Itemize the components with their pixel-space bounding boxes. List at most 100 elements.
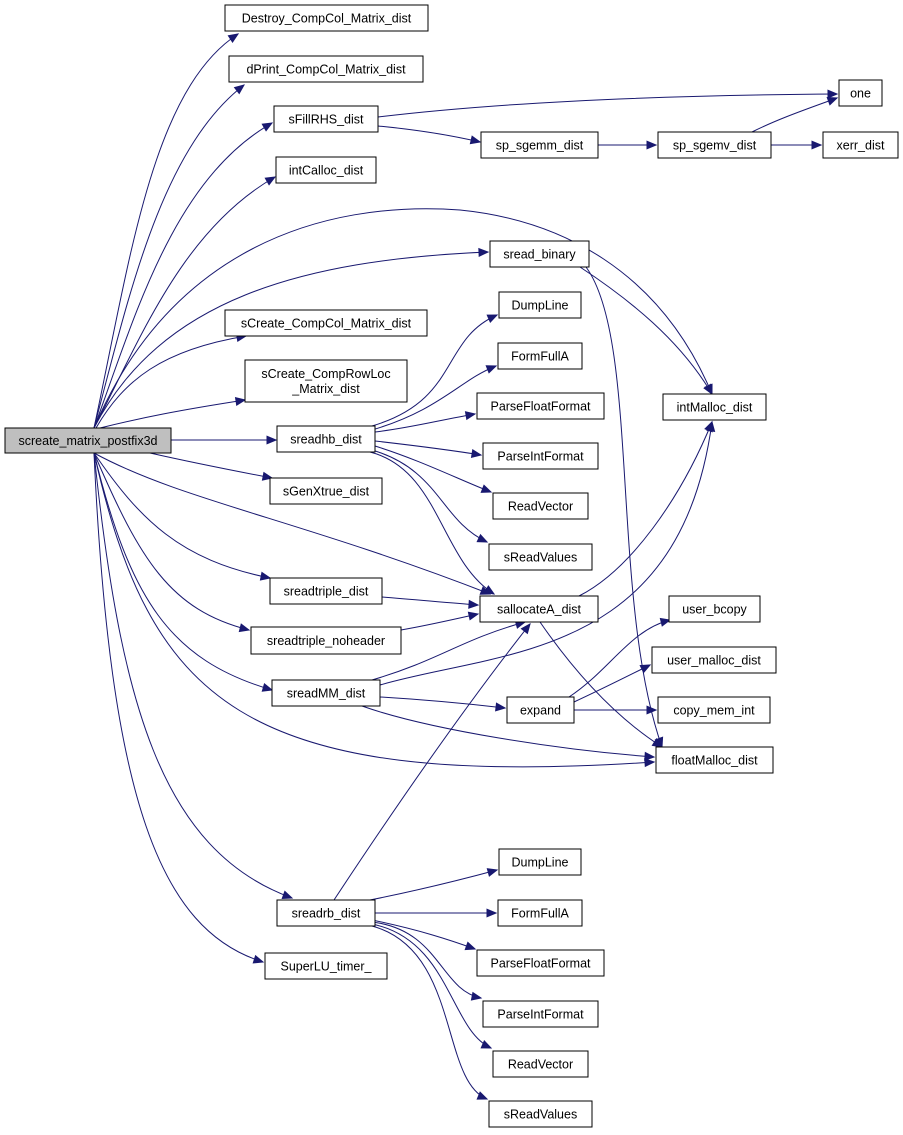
- node-label: one: [850, 87, 871, 101]
- edge-sreadmm-to-expand: [379, 696, 507, 712]
- node-parseint1[interactable]: ParseIntFormat: [482, 442, 599, 470]
- edge-root-to-screatecc: [95, 333, 248, 429]
- edge-sallocatea-to-floatmalloc: [539, 621, 664, 748]
- node-expand[interactable]: expand: [506, 696, 575, 724]
- edge-sreadhb-to-parseint1: [374, 440, 483, 458]
- node-dprint[interactable]: dPrint_CompCol_Matrix_dist: [228, 55, 424, 83]
- node-sreadrb[interactable]: sreadrb_dist: [276, 899, 376, 927]
- edge-sreadhb-to-sallocatea: [369, 451, 496, 595]
- node-label: sreadhb_dist: [290, 433, 362, 447]
- node-readvector2[interactable]: ReadVector: [492, 1050, 589, 1078]
- edge-expand-to-userbcopy: [568, 617, 672, 698]
- edge-root-to-sreadrb: [93, 452, 294, 900]
- node-label: sp_sgemm_dist: [496, 139, 584, 153]
- node-parsefloat1[interactable]: ParseFloatFormat: [476, 392, 605, 420]
- edge-root-to-sreadtriplenh: [93, 452, 251, 633]
- node-usermalloc[interactable]: user_malloc_dist: [651, 646, 777, 674]
- node-parseint2[interactable]: ParseIntFormat: [482, 1000, 599, 1028]
- node-sreadtriple[interactable]: sreadtriple_dist: [269, 577, 383, 605]
- edge-root-to-screaterl: [99, 396, 247, 429]
- edge-sreadrb-to-parseint2: [371, 921, 483, 1001]
- node-label: copy_mem_int: [673, 704, 755, 718]
- node-dumpline1[interactable]: DumpLine: [498, 291, 582, 319]
- edge-sreadhb-to-dumpline1: [371, 314, 499, 427]
- node-label: sReadValues: [504, 551, 577, 565]
- node-label: ReadVector: [508, 500, 573, 514]
- node-destroy[interactable]: Destroy_CompCol_Matrix_dist: [224, 4, 429, 32]
- edge-sreadtriple-to-sallocatea: [381, 596, 480, 609]
- node-label: sreadtriple_noheader: [267, 634, 385, 648]
- node-label: floatMalloc_dist: [671, 754, 758, 768]
- edge-root-to-sreadtriple: [93, 452, 272, 581]
- node-screaterl[interactable]: sCreate_CompRowLoc_Matrix_dist: [244, 359, 408, 403]
- node-label: sCreate_CompCol_Matrix_dist: [241, 317, 412, 331]
- node-sreadvalues2[interactable]: sReadValues: [488, 1100, 593, 1128]
- node-sreadtriplenh[interactable]: sreadtriple_noheader: [250, 626, 402, 655]
- node-sreadhb[interactable]: sreadhb_dist: [276, 425, 376, 453]
- node-label: sFillRHS_dist: [288, 113, 364, 127]
- edge-expand-to-usermalloc: [573, 664, 652, 703]
- edge-sreadhb-to-parsefloat1: [374, 411, 477, 433]
- call-edges: [93, 33, 839, 1100]
- node-label: SuperLU_timer_: [280, 960, 372, 974]
- node-label: user_malloc_dist: [667, 654, 761, 668]
- node-label: FormFullA: [511, 907, 569, 921]
- edge-sreadhb-to-sreadvalues1: [371, 449, 489, 543]
- node-screatecc[interactable]: sCreate_CompCol_Matrix_dist: [224, 309, 428, 337]
- edge-root-to-sreadhb: [171, 435, 278, 445]
- node-sreadmm[interactable]: sreadMM_dist: [271, 679, 381, 707]
- node-intcalloc[interactable]: intCalloc_dist: [275, 156, 377, 184]
- edge-spsgemv-to-one: [751, 97, 839, 133]
- node-label: ParseFloatFormat: [490, 400, 591, 414]
- node-xerr[interactable]: xerr_dist: [822, 131, 899, 159]
- edge-sreadbinary-to-intmalloc: [579, 266, 713, 396]
- node-label: DumpLine: [512, 856, 569, 870]
- node-label: screate_matrix_postfix3d: [19, 434, 158, 448]
- edge-sfillrhs-to-spsgemm: [377, 125, 482, 145]
- node-sreadbinary[interactable]: sread_binary: [489, 240, 590, 268]
- node-label: sCreate_CompRowLoc: [261, 367, 390, 381]
- node-sutimer[interactable]: SuperLU_timer_: [264, 952, 388, 980]
- node-label: FormFullA: [511, 350, 569, 364]
- node-userbcopy[interactable]: user_bcopy: [668, 595, 761, 623]
- node-label: user_bcopy: [682, 603, 747, 617]
- edge-root-to-floatmalloc: [93, 452, 656, 768]
- node-dumpline2[interactable]: DumpLine: [498, 848, 582, 876]
- node-label: sreadMM_dist: [287, 687, 366, 701]
- node-sreadvalues1[interactable]: sReadValues: [488, 543, 593, 571]
- node-label: intCalloc_dist: [289, 164, 364, 178]
- node-formfulla2[interactable]: FormFullA: [497, 899, 583, 927]
- node-spsgemm[interactable]: sp_sgemm_dist: [480, 131, 599, 159]
- node-one[interactable]: one: [838, 79, 883, 107]
- node-label: sGenXtrue_dist: [283, 485, 370, 499]
- node-parsefloat2[interactable]: ParseFloatFormat: [476, 949, 605, 977]
- node-sallocatea[interactable]: sallocateA_dist: [479, 595, 599, 623]
- node-label: DumpLine: [512, 299, 569, 313]
- node-label: sreadtriple_dist: [284, 585, 369, 599]
- edge-sfillrhs-to-one: [377, 89, 839, 118]
- edge-root-to-sutimer: [93, 452, 265, 964]
- node-floatmalloc[interactable]: floatMalloc_dist: [655, 746, 774, 774]
- node-root[interactable]: screate_matrix_postfix3d: [4, 427, 172, 454]
- node-intmalloc[interactable]: intMalloc_dist: [662, 393, 767, 421]
- edge-spsgemv-to-xerr: [771, 140, 823, 150]
- node-label: dPrint_CompCol_Matrix_dist: [246, 63, 406, 77]
- node-label: ParseIntFormat: [497, 450, 584, 464]
- edge-expand-to-copymemint: [574, 705, 658, 715]
- node-spsgemv[interactable]: sp_sgemv_dist: [657, 131, 772, 159]
- edge-sreadhb-to-readvector1: [374, 445, 493, 493]
- node-label: expand: [520, 704, 561, 718]
- node-sgenx[interactable]: sGenXtrue_dist: [269, 477, 383, 505]
- call-nodes: screate_matrix_postfix3d Destroy_CompCol_…: [4, 4, 899, 1128]
- node-copymemint[interactable]: copy_mem_int: [657, 696, 771, 724]
- edge-root-to-destroy: [93, 33, 240, 429]
- edge-root-to-sfillrhs: [93, 122, 274, 429]
- node-label: Destroy_CompCol_Matrix_dist: [242, 12, 412, 26]
- node-sfillrhs[interactable]: sFillRHS_dist: [273, 105, 379, 133]
- edge-sreadmm-to-floatmalloc: [361, 705, 656, 761]
- node-formfulla1[interactable]: FormFullA: [497, 342, 583, 370]
- node-readvector1[interactable]: ReadVector: [492, 492, 589, 520]
- edge-sreadrb-to-sreadvalues2: [371, 925, 489, 1100]
- node-label: sreadrb_dist: [292, 907, 361, 921]
